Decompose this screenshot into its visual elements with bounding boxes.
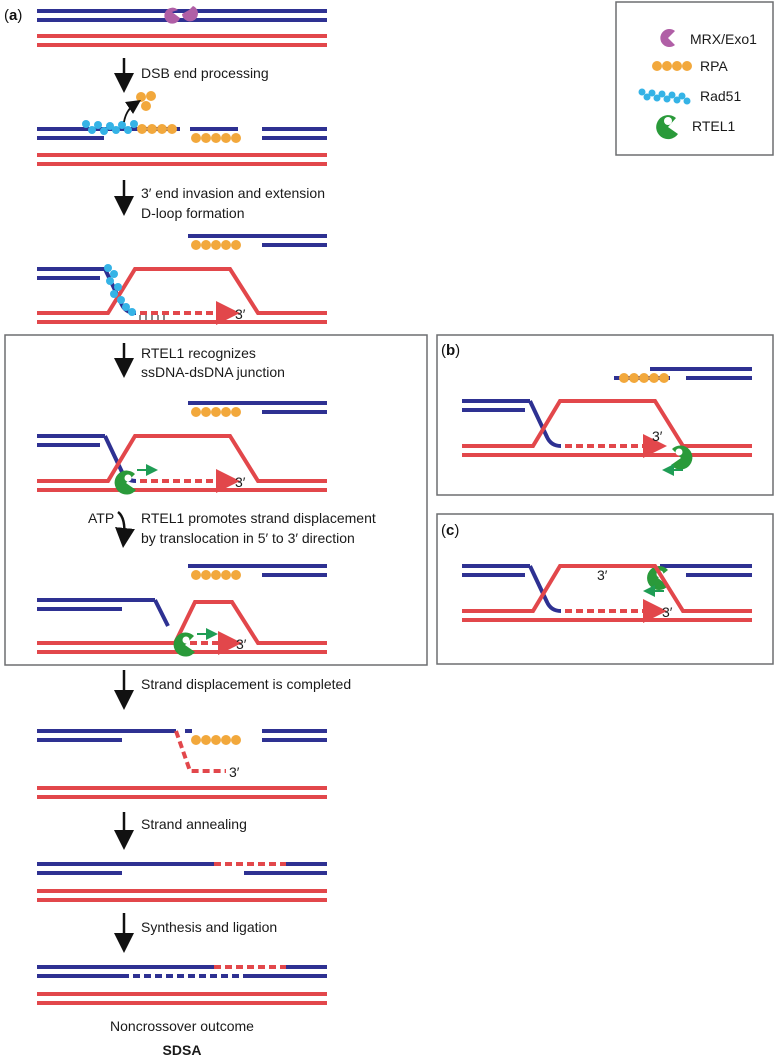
svg-text:3′: 3′: [235, 474, 246, 490]
rtel1-icon: [173, 632, 195, 657]
svg-text:3′: 3′: [236, 636, 247, 652]
step-label: D-loop formation: [141, 205, 245, 221]
legend-label-mrx: MRX/Exo1: [690, 31, 757, 47]
step-label: RTEL1 recognizes: [141, 345, 256, 361]
step-label: DSB end processing: [141, 65, 269, 81]
stage-rtel1-junction: 3′: [37, 401, 327, 495]
mrx-icon: [182, 6, 198, 22]
mrx-icon: [164, 7, 180, 24]
panel-label-a: (a): [4, 7, 22, 24]
step-label: ssDNA-dsDNA junction: [141, 364, 285, 380]
panel-c-diagram: 3′ 3′: [462, 564, 752, 623]
panel-b-box: [436, 334, 774, 496]
orange-beads-icon: [652, 61, 692, 71]
stage-ligation: [37, 965, 327, 1005]
rpa-cluster: [136, 91, 241, 143]
panel-label-b: (b): [441, 342, 460, 359]
outcome-name: SDSA: [163, 1042, 202, 1058]
legend-box: [615, 1, 774, 156]
svg-text:3′: 3′: [235, 306, 246, 322]
step-label: Strand annealing: [141, 816, 247, 832]
step-label: by translocation in 5′ to 3′ direction: [141, 530, 355, 546]
legend-label-rad51: Rad51: [700, 88, 741, 104]
legend-label-rpa: RPA: [700, 58, 728, 74]
step-label: 3′ end invasion and extension: [141, 185, 325, 201]
stage-end-processing: [37, 91, 327, 166]
step-label: Strand displacement is completed: [141, 676, 351, 692]
pacman-icon: [660, 29, 675, 48]
stage-annealing: [37, 862, 327, 902]
stage-displacement-complete: 3′: [37, 729, 327, 799]
legend-label-rtel1: RTEL1: [692, 118, 736, 134]
stage-dloop: 3′: [37, 234, 327, 325]
panel-c-box: [436, 513, 774, 665]
step-arrow: [115, 511, 135, 548]
stage-rtel1-translocation: 3′: [37, 564, 327, 657]
rtel1-icon: [114, 470, 136, 495]
legend: MRX/Exo1 RPA Rad51 RTEL1: [638, 29, 757, 140]
panel-b-diagram: 3′: [462, 367, 752, 476]
outcome-label: Noncrossover outcome: [110, 1018, 254, 1034]
step-label: RTEL1 promotes strand displacement: [141, 510, 376, 526]
rtel1-steps-box: [4, 334, 428, 666]
step-label: Synthesis and ligation: [141, 919, 277, 935]
svg-text:3′: 3′: [229, 764, 240, 780]
stage-dsb: [37, 6, 327, 47]
svg-text:3′: 3′: [662, 604, 673, 620]
svg-text:3′: 3′: [597, 567, 608, 583]
rtel1-icon: [671, 445, 693, 470]
blue-filament-icon: [638, 88, 691, 105]
rad51-filament: [82, 120, 138, 135]
atp-label: ATP: [88, 510, 114, 526]
rtel1-helicase-icon: [656, 115, 678, 140]
svg-text:3′: 3′: [652, 428, 663, 444]
panel-label-c: (c): [441, 522, 459, 539]
